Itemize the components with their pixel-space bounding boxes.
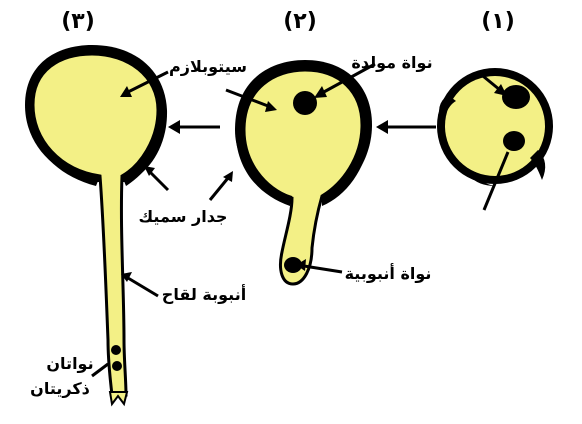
stage-2-generative-nucleus (293, 91, 317, 115)
stage-1-number: (١) (481, 9, 515, 34)
stage-3-tube-tip (108, 391, 129, 407)
label-male-nuclei-line1: نواتان (46, 354, 93, 373)
label-pollen-tube: أنبوبة لقاح (162, 284, 246, 304)
stage-3-number: (٣) (61, 9, 95, 34)
pointer-head (144, 166, 155, 176)
stage-2-germinating-grain (235, 60, 372, 286)
pointer-stage1-lower (482, 151, 510, 211)
stage-1-wall-bump (530, 150, 546, 180)
stage-2-number: (٢) (283, 9, 317, 34)
pointer-head (120, 86, 132, 97)
pointer-generative-to-stage1 (477, 70, 501, 92)
pointer-head (296, 259, 306, 271)
pointer-head (223, 171, 233, 182)
stage-1-cytoplasm (445, 76, 545, 176)
arrow-stage2-to-stage3-head (168, 120, 180, 134)
stage-3-cytoplasm (31, 52, 160, 397)
transition-arrows (168, 120, 436, 134)
pointer-male-nuclei (91, 362, 109, 378)
label-thick-wall: جدار سميك (139, 207, 228, 226)
pointer-generative-to-stage2 (321, 62, 376, 95)
stage-1-wall-bump (470, 172, 496, 186)
pointer-wall-to-stage3 (148, 170, 170, 192)
stage-3-pollen-tube-growth (25, 45, 168, 407)
label-generative-nucleus: نواة مولدة (351, 53, 432, 72)
stage-1-wall-bump (439, 95, 456, 123)
pointer-cytoplasm-to-stage3 (127, 70, 169, 94)
pointer-head (265, 101, 277, 112)
stage-numbers: (٣) (٢) (١) (61, 9, 515, 34)
stage-1-generative-nucleus (502, 85, 530, 109)
stage-3-male-nucleus (112, 361, 122, 371)
pointer-head (494, 84, 507, 96)
pointer-head (121, 272, 132, 282)
pointer-wall-to-stage2 (208, 177, 230, 201)
stage-1-tube-nucleus (503, 131, 525, 151)
stage-3-wall-lower-right (122, 118, 166, 186)
stage-3-male-nucleus (111, 345, 121, 355)
label-cytoplasm: سيتوبلازم (169, 57, 247, 76)
label-tube-nucleus: نواة أنبوبية (345, 263, 432, 283)
stage-2-tube-nucleus (284, 257, 302, 273)
stage-2-cytoplasm (242, 68, 364, 286)
stage-2-wall-lower-left (236, 140, 292, 206)
pointer-head (314, 86, 327, 98)
arrow-stage1-to-stage2-head (376, 120, 388, 134)
stage-1-pollen-grain (437, 68, 553, 186)
pointer-pollen-tube (127, 276, 159, 298)
stage-3-wall-lower-left (27, 115, 100, 186)
stage-2-wall-lower-right (322, 135, 370, 206)
pointer-tube-nucleus (303, 264, 343, 274)
pointer-cytoplasm-to-stage2 (225, 88, 269, 108)
label-male-nuclei-line2: ذكريتان (30, 379, 90, 398)
label-pointers (91, 62, 510, 378)
